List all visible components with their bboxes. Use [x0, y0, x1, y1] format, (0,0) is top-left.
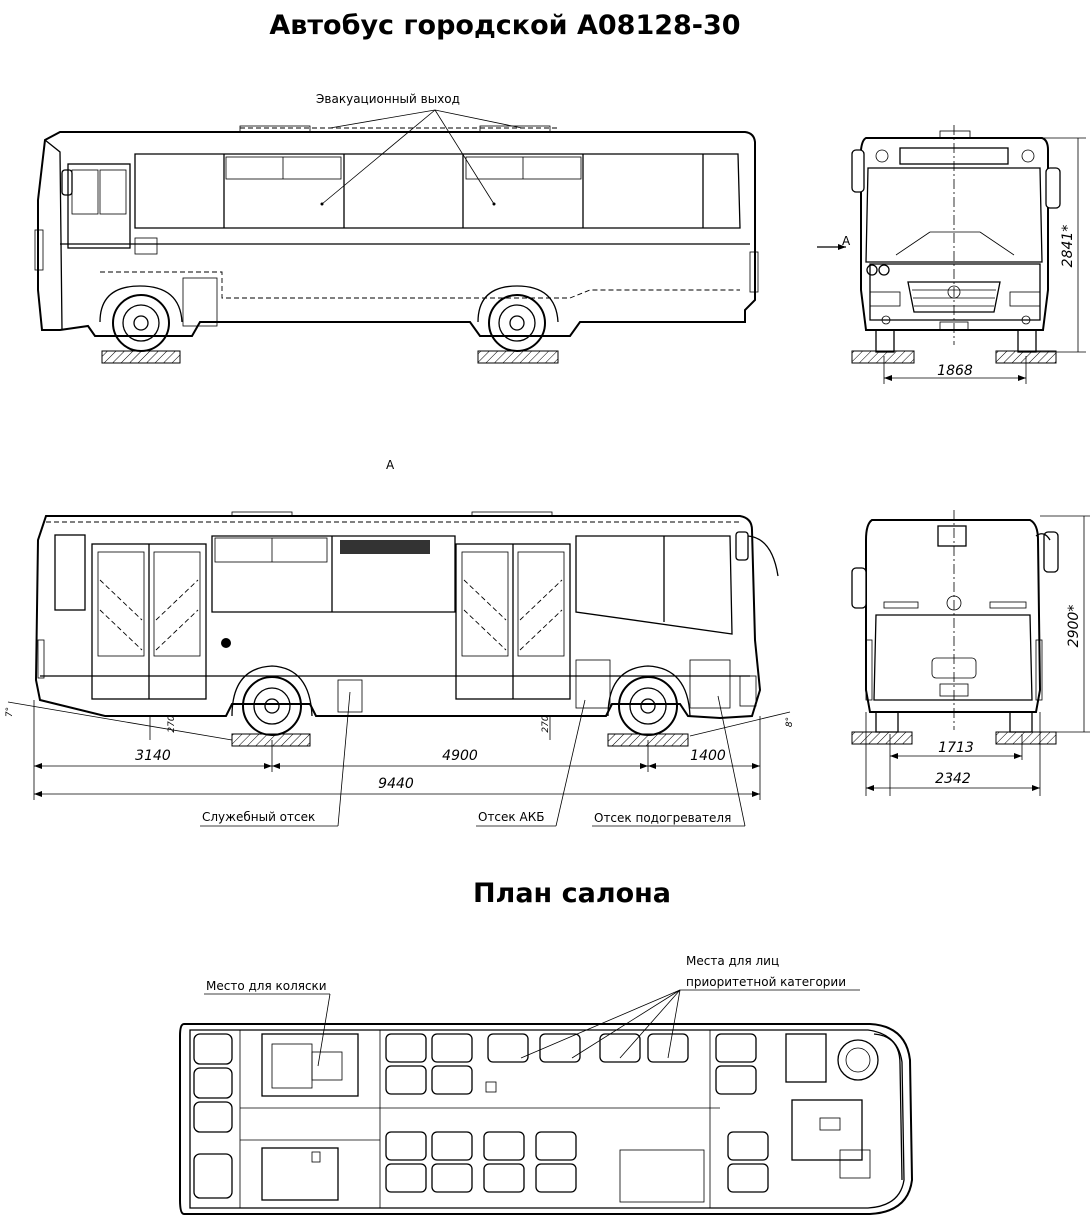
- plan-leaders: [204, 989, 860, 1067]
- passenger-seats: [385, 1033, 769, 1193]
- rear-wheel-top: [477, 285, 559, 352]
- dim-front-height: 2841*: [1060, 225, 1076, 268]
- dim-front-overhang: 3140: [135, 748, 171, 764]
- side-view-right: [34, 125, 759, 364]
- drawing-title: Автобус городской А08128-30: [269, 10, 740, 41]
- dim-approach-angle: 7°: [5, 707, 15, 717]
- label-evacuation-exit: Эвакуационный выход: [316, 92, 460, 106]
- front-wheel-top: [99, 285, 183, 352]
- rear-seat-bench: [193, 1033, 233, 1199]
- dim-overall-width: 2342: [935, 771, 971, 787]
- label-service-compartment: Служебный отсек: [202, 810, 315, 824]
- label-priority-seats-line1: Места для лиц: [686, 954, 779, 968]
- dim-rear-overhang: 1400: [690, 748, 726, 764]
- dim-rear-height: 2900*: [1066, 605, 1082, 648]
- label-wheelchair-place: Место для коляски: [206, 979, 327, 993]
- dim-overall-length: 9440: [378, 776, 414, 792]
- view-arrow-label: А: [842, 234, 851, 248]
- dim-clearance-rear: 270: [167, 715, 177, 732]
- label-battery-compartment: Отсек АКБ: [478, 810, 544, 824]
- dim-departure-angle: 8°: [785, 717, 795, 727]
- plan-title: План салона: [473, 878, 671, 909]
- salon-plan: [179, 1023, 914, 1215]
- label-heater-compartment: Отсек подогревателя: [594, 811, 731, 825]
- dim-front-track: 1868: [937, 363, 973, 379]
- front-view: [817, 125, 1086, 384]
- side-view-left: [7, 511, 791, 800]
- label-priority-seats-line2: приоритетной категории: [686, 975, 846, 989]
- rear-view: [851, 510, 1090, 796]
- evacuation-leaders: [321, 109, 523, 205]
- dim-clearance-front: 270: [541, 715, 551, 732]
- dim-wheelbase: 4900: [442, 748, 478, 764]
- view-a-marker: А: [386, 458, 395, 472]
- dim-rear-track: 1713: [938, 740, 974, 756]
- compartment-leaders: [200, 691, 746, 827]
